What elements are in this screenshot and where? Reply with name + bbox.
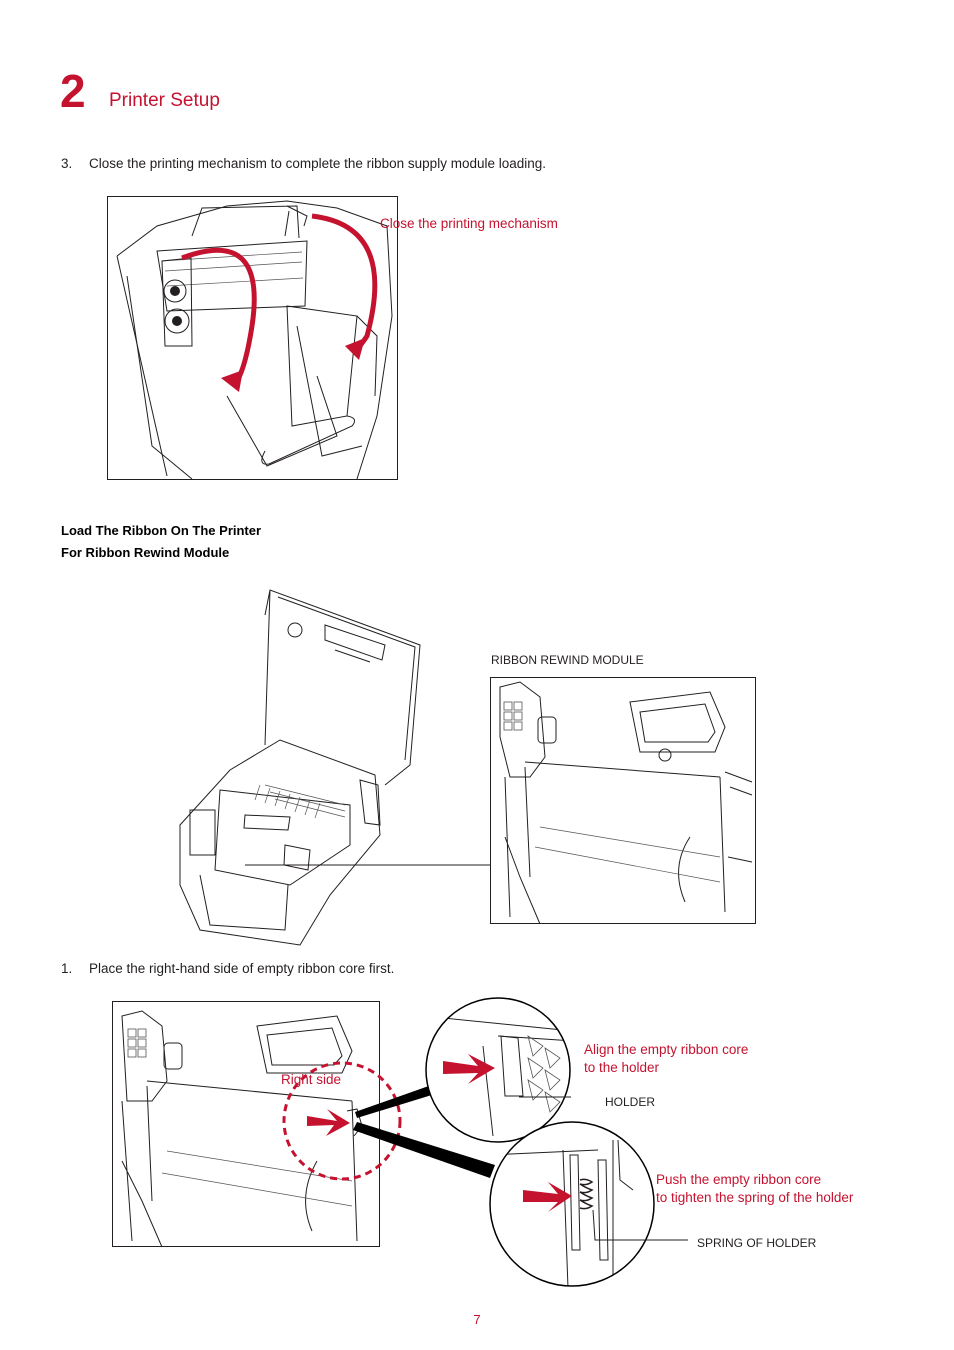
spring-label: SPRING OF HOLDER [697, 1236, 817, 1250]
chapter-title: Printer Setup [109, 90, 220, 111]
align-line-1: Align the empty ribbon core [584, 1042, 749, 1057]
zoom-holder-detail [425, 997, 571, 1143]
align-line-2: to the holder [584, 1060, 660, 1075]
push-line-2: to tighten the spring of the holder [656, 1190, 854, 1205]
step-1: 1. Place the right-hand side of empty rib… [61, 961, 394, 976]
holder-label: HOLDER [605, 1095, 656, 1109]
chapter-number: 2 [60, 65, 86, 117]
step-number: 1. [61, 961, 73, 976]
section-heading-2: For Ribbon Rewind Module [61, 545, 230, 560]
right-side-label: Right side [281, 1072, 342, 1087]
figure-place-core [112, 1001, 402, 1248]
push-callout: Push the empty ribbon core to tighten th… [656, 1171, 853, 1207]
page-number: 7 [473, 1312, 481, 1327]
ribbon-rewind-callout: RIBBON REWIND MODULE [491, 653, 644, 667]
step-number: 3. [61, 156, 73, 171]
step-text: Close the printing mechanism to complete… [89, 156, 547, 171]
zoom-connectors [353, 1082, 495, 1178]
leader-line [245, 864, 493, 866]
step-text: Place the right-hand side of empty ribbo… [89, 961, 395, 976]
align-callout: Align the empty ribbon core to the holde… [584, 1041, 748, 1077]
figure-close-mechanism [107, 196, 398, 480]
close-mechanism-callout: Close the printing mechanism [380, 216, 558, 231]
figure-ribbon-rewind-detail [490, 677, 756, 925]
section-heading-1: Load The Ribbon On The Printer [61, 523, 262, 538]
figure-printer-open [179, 589, 421, 946]
push-line-1: Push the empty ribbon core [656, 1172, 822, 1187]
step-3: 3. Close the printing mechanism to comple… [61, 156, 546, 171]
zoom-spring-detail [489, 1121, 688, 1287]
